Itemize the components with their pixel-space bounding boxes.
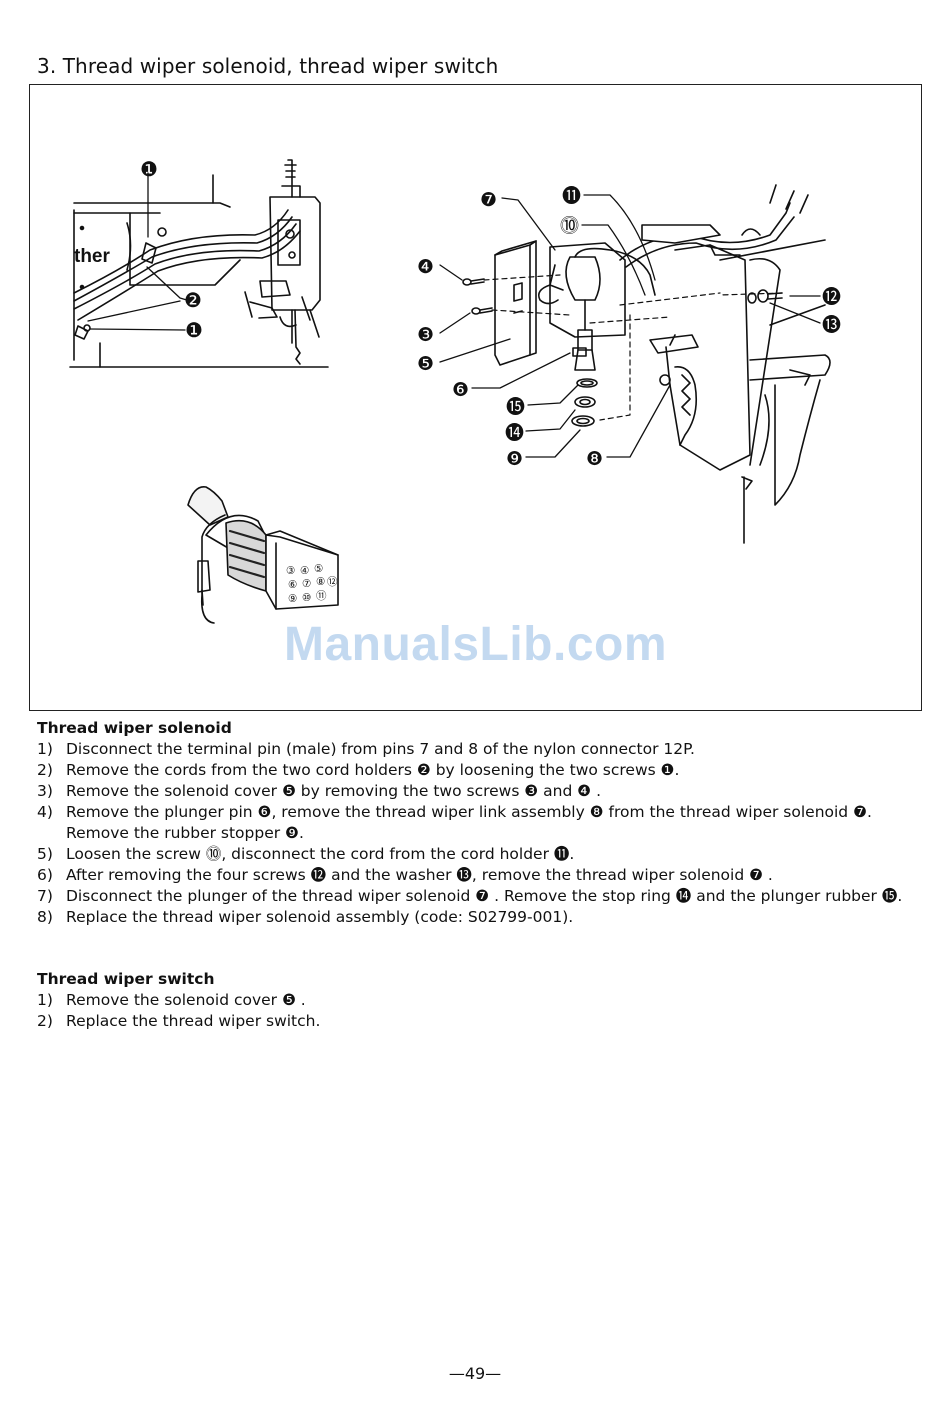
switch-section: Thread wiper switch 1) Remove the solenoi… bbox=[37, 969, 917, 1032]
step-number: 7) bbox=[37, 887, 53, 905]
callout-6: ❻ bbox=[452, 379, 469, 401]
callout-11: ⓫ bbox=[562, 185, 581, 207]
solenoid-section-title: Thread wiper solenoid bbox=[37, 719, 232, 737]
pin-5: ⑤ bbox=[314, 563, 323, 575]
section-heading: 3. Thread wiper solenoid, thread wiper s… bbox=[37, 54, 499, 78]
callout-4: ❹ bbox=[417, 256, 434, 278]
machine-brand-logo: ther bbox=[74, 246, 111, 267]
solenoid-section: Thread wiper solenoid 1) Disconnect the t… bbox=[37, 718, 917, 928]
step-number: 4) bbox=[37, 803, 53, 821]
step-text: Replace the thread wiper solenoid assemb… bbox=[66, 908, 574, 926]
step-text: After removing the four screws ⓬ and the… bbox=[66, 866, 773, 884]
callout-1-top: ❶ bbox=[140, 157, 158, 181]
pin-6: ⑥ bbox=[288, 579, 297, 591]
step-row: 1) Disconnect the terminal pin (male) fro… bbox=[37, 739, 917, 760]
connector-12p-illustration bbox=[187, 486, 339, 624]
callout-12: ⓬ bbox=[822, 286, 841, 308]
step-row: 3) Remove the solenoid cover ❺ by removin… bbox=[37, 781, 917, 802]
callout-3: ❸ bbox=[417, 324, 434, 346]
step-text: Disconnect the plunger of the thread wip… bbox=[66, 887, 903, 905]
machine-head-illustration bbox=[69, 159, 329, 368]
step-row: 5) Loosen the screw ⓾, disconnect the cor… bbox=[37, 844, 917, 865]
step-number: 2) bbox=[37, 1012, 53, 1030]
step-row: 8) Replace the thread wiper solenoid asse… bbox=[37, 907, 917, 928]
step-number: 3) bbox=[37, 782, 53, 800]
pin-4: ④ bbox=[300, 565, 309, 577]
page-number: —49— bbox=[448, 1364, 502, 1383]
callout-14: ⓮ bbox=[505, 422, 524, 444]
step-text: Remove the rubber stopper ❾. bbox=[66, 824, 304, 842]
step-row: 2) Remove the cords from the two cord hol… bbox=[37, 760, 917, 781]
step-row: 7) Disconnect the plunger of the thread w… bbox=[37, 886, 917, 907]
disassembly-illustration: ❶ ❷ ❶ ther ③ ④ ⑤ ⑥ ⑦ ⑧ ⑨ ⑩ ⑪ ⑫ bbox=[69, 157, 841, 624]
pin-12: ⑫ bbox=[327, 576, 338, 588]
step-row: 4) Remove the plunger pin ❻, remove the t… bbox=[37, 802, 917, 823]
step-text: Replace the thread wiper switch. bbox=[66, 1012, 321, 1030]
callout-7: ❼ bbox=[480, 189, 497, 211]
step-number bbox=[37, 823, 66, 844]
switch-section-title: Thread wiper switch bbox=[37, 970, 215, 988]
step-row: 2) Replace the thread wiper switch. bbox=[37, 1011, 917, 1032]
step-row: 1) Remove the solenoid cover ❺ . bbox=[37, 990, 917, 1011]
step-number: 2) bbox=[37, 761, 53, 779]
step-number: 6) bbox=[37, 866, 53, 884]
callout-9: ❾ bbox=[506, 448, 523, 470]
solenoid-exploded-illustration bbox=[462, 184, 831, 544]
step-text: Remove the cords from the two cord holde… bbox=[66, 761, 680, 779]
pin-10: ⑩ bbox=[302, 592, 311, 604]
step-text: Disconnect the terminal pin (male) from … bbox=[66, 740, 695, 758]
step-number: 5) bbox=[37, 845, 53, 863]
callout-10: ⓾ bbox=[560, 215, 579, 237]
pin-11: ⑪ bbox=[316, 590, 327, 602]
pin-7: ⑦ bbox=[302, 578, 311, 590]
step-text: Loosen the screw ⓾, disconnect the cord … bbox=[66, 845, 575, 863]
step-row: 6) After removing the four screws ⓬ and t… bbox=[37, 865, 917, 886]
pin-3: ③ bbox=[286, 565, 295, 577]
step-number: 1) bbox=[37, 991, 53, 1009]
pin-9: ⑨ bbox=[288, 593, 297, 605]
step-number: 1) bbox=[37, 740, 53, 758]
callout-5: ❺ bbox=[417, 353, 434, 375]
figure-frame: ❶ ❷ ❶ ther ③ ④ ⑤ ⑥ ⑦ ⑧ ⑨ ⑩ ⑪ ⑫ bbox=[29, 84, 922, 711]
callout-13: ⓭ bbox=[822, 314, 841, 336]
step-text: Remove the plunger pin ❻, remove the thr… bbox=[66, 803, 872, 821]
step-text: Remove the solenoid cover ❺ . bbox=[66, 991, 306, 1009]
step-number: 8) bbox=[37, 908, 53, 926]
watermark: ManualsLib.com bbox=[283, 618, 668, 671]
callout-2-left: ❷ bbox=[184, 288, 202, 312]
step-text: Remove the solenoid cover ❺ by removing … bbox=[66, 782, 601, 800]
callout-8: ❽ bbox=[586, 448, 603, 470]
step-row: Remove the rubber stopper ❾. bbox=[37, 823, 917, 844]
pin-8: ⑧ bbox=[316, 576, 325, 588]
callout-15: ⓯ bbox=[506, 396, 525, 418]
callout-1-left: ❶ bbox=[185, 318, 203, 342]
